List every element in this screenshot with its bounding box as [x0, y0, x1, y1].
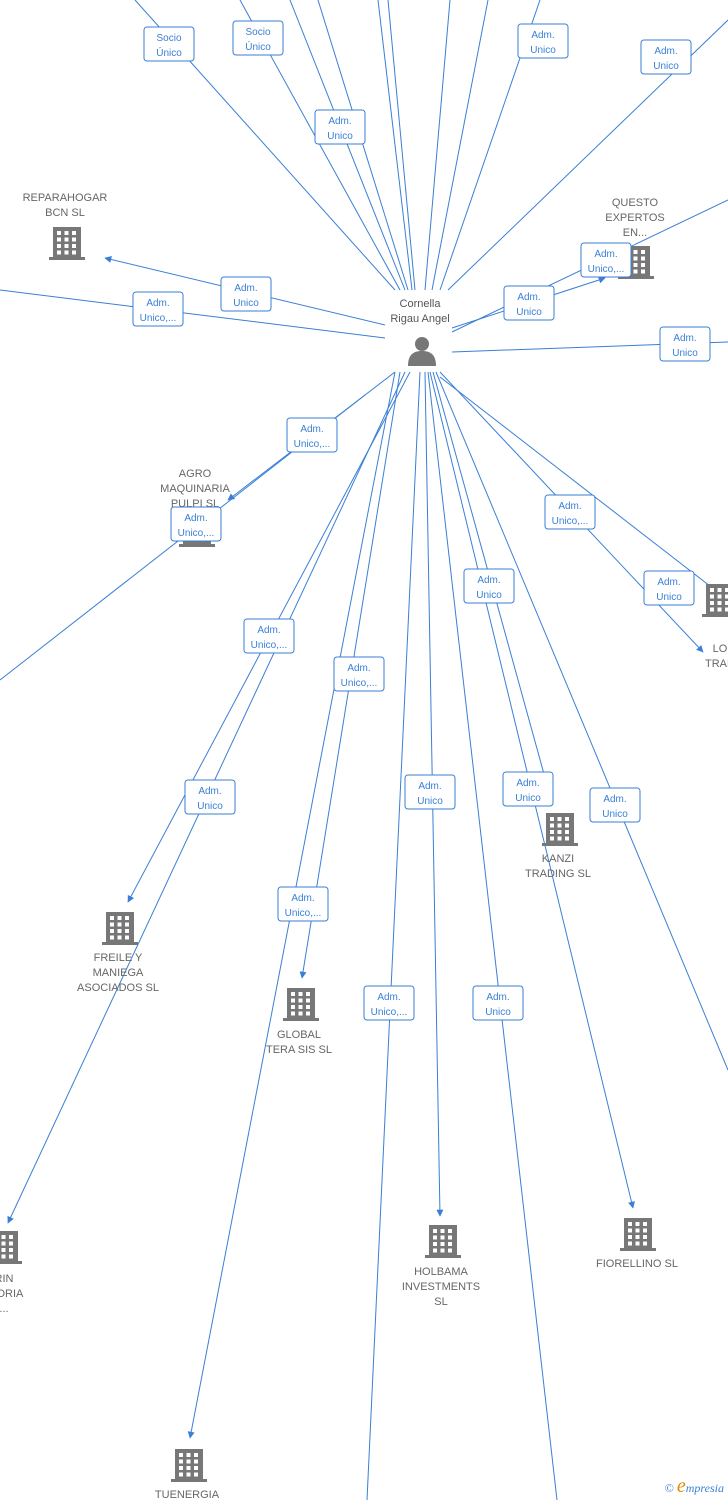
edge-line [317, 0, 409, 291]
relation-label: Adm.Unico [656, 577, 682, 603]
relation-label: Adm.Unico [197, 786, 223, 812]
edge-line [387, 0, 416, 291]
relation-label: Adm.Unico [515, 778, 541, 804]
edge-line [427, 371, 558, 1500]
building-icon [0, 1231, 22, 1264]
relation-badge[interactable]: Adm.Unico,... [363, 985, 415, 1021]
relation-badge[interactable]: Adm.Unico [643, 570, 695, 606]
relation-badge[interactable]: Adm.Unico [404, 774, 456, 810]
relation-badge[interactable]: Adm.Unico [517, 23, 569, 59]
company-name: TUENERGIA [155, 1489, 220, 1500]
company-node-fiorellino[interactable]: FIORELLINO SL [596, 1218, 678, 1270]
relation-label: Adm.Unico [233, 283, 259, 309]
relation-badge[interactable]: Adm.Unico [589, 787, 641, 823]
relation-label: Adm.Unico [530, 30, 556, 56]
relation-label: Adm.Unico,... [341, 663, 378, 689]
building-icon [49, 227, 85, 260]
relation-label: Adm.Unico,... [588, 249, 625, 275]
relation-badge[interactable]: Adm.Unico,... [243, 618, 295, 654]
brand-initial: e [676, 1475, 686, 1497]
relation-badge[interactable]: Adm.Unico [659, 326, 711, 362]
relation-badge[interactable]: Adm.Unico [220, 276, 272, 312]
copyright-symbol: © [664, 1481, 674, 1495]
relation-label: Adm.Unico,... [251, 625, 288, 651]
relation-label: Adm.Unico [485, 992, 511, 1018]
relation-badge[interactable]: Adm.Unico [314, 109, 366, 145]
edge-line [435, 371, 728, 1071]
relation-label: Adm.Unico,... [178, 513, 215, 539]
footer-brand: © empresia [665, 1475, 724, 1498]
relation-label: Adm.Unico,... [285, 893, 322, 919]
relation-badge[interactable]: Adm.Unico [502, 771, 554, 807]
building-icon [620, 1218, 656, 1251]
relation-badge[interactable]: Adm.Unico,... [333, 656, 385, 692]
edge-line [424, 0, 451, 291]
relation-label: Adm.Unico,... [371, 992, 408, 1018]
brand-name: mpresia [685, 1481, 724, 1495]
edge-line [366, 371, 421, 1500]
relation-badge[interactable]: Adm.Unico,... [132, 291, 184, 327]
relation-badge[interactable]: Adm.Unico [640, 39, 692, 75]
relation-label: Adm.Unico,... [294, 424, 331, 450]
building-icon [171, 1449, 207, 1482]
building-icon [102, 912, 138, 945]
building-icon [425, 1225, 461, 1258]
edge-line [289, 0, 406, 291]
company-name: FIORELLINO SL [596, 1258, 678, 1270]
relation-badge[interactable]: Adm.Unico,... [286, 417, 338, 453]
relation-label: Adm.Unico,... [140, 298, 177, 324]
relation-badge[interactable]: Adm.Unico [503, 285, 555, 321]
edge-line [377, 0, 413, 291]
relation-badge[interactable]: Adm.Unico,... [544, 494, 596, 530]
company-name: RINLTORIA... [0, 1273, 24, 1315]
relation-badge[interactable]: Adm.Unico [463, 568, 515, 604]
company-node-rin[interactable]: RINLTORIA... [0, 1231, 24, 1315]
relation-badge[interactable]: Adm.Unico [184, 779, 236, 815]
edge-line [0, 289, 386, 339]
company-node-tuenergia[interactable]: TUENERGIA [155, 1449, 220, 1500]
relation-label: Adm.Unico [327, 116, 353, 142]
relation-badge[interactable]: Adm.Unico [472, 985, 524, 1021]
relation-badge[interactable]: Adm.Unico,... [170, 506, 222, 542]
relation-label: Adm.Unico [516, 292, 542, 318]
relation-badge[interactable]: Adm.Unico,... [277, 886, 329, 922]
relation-label: Adm.Unico [417, 781, 443, 807]
relation-label: Adm.Unico [672, 333, 698, 359]
edge-line [439, 376, 728, 601]
relation-label: Adm.Unico [602, 794, 628, 820]
relation-label: Adm.Unico [653, 46, 679, 72]
building-icon [702, 584, 728, 617]
company-node-lo[interactable]: LOTRAN [702, 584, 728, 670]
edge-line [431, 0, 489, 291]
relation-badge[interactable]: Adm.Unico,... [580, 242, 632, 278]
company-name: LOTRAN [705, 643, 728, 670]
building-icon [542, 813, 578, 846]
building-icon [283, 988, 319, 1021]
relation-label: Adm.Unico,... [552, 501, 589, 527]
relation-label: Adm.Unico [476, 575, 502, 601]
person-icon [408, 337, 436, 366]
